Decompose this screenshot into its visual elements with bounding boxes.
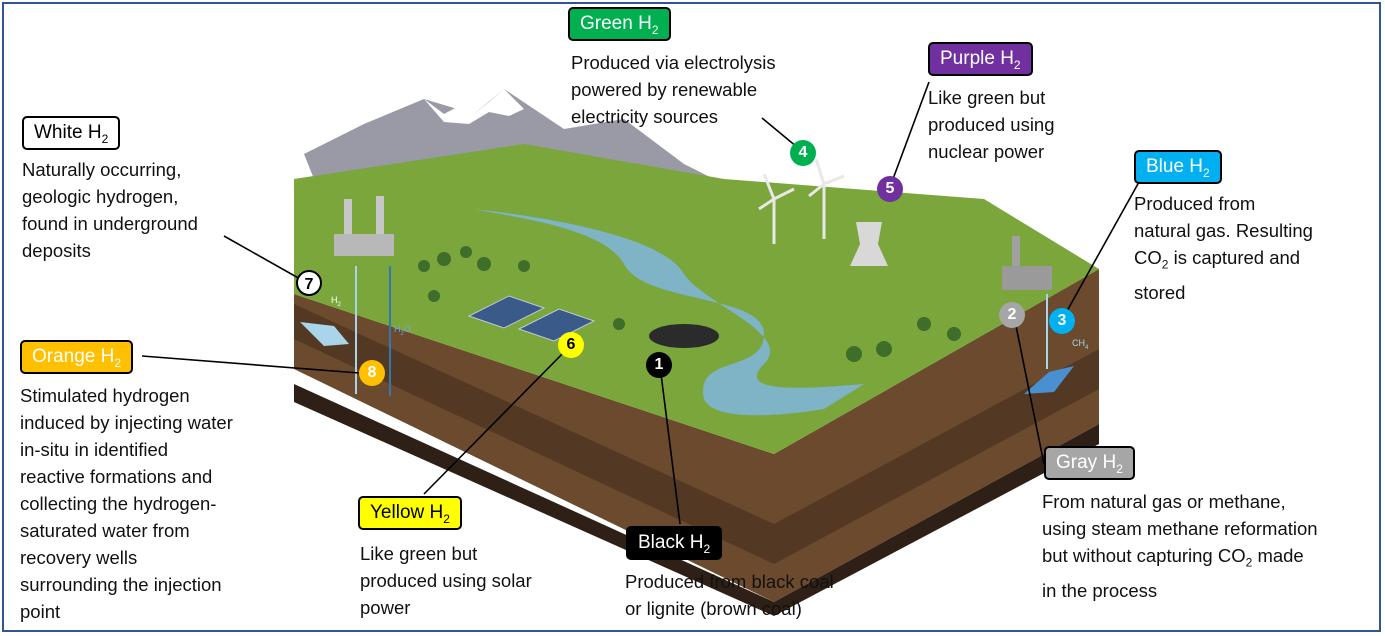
ch4-reservoir xyxy=(1024,366,1074,394)
snow-caps xyxy=(424,89,524,124)
right-gas-plant xyxy=(1002,236,1052,290)
river xyxy=(474,209,864,416)
scene-h2-text: H2 xyxy=(331,295,342,308)
left-power-plant xyxy=(334,196,394,256)
label-white-h2: White H2 xyxy=(22,116,121,150)
soil-bottom xyxy=(294,384,1099,616)
solar-panels xyxy=(467,295,596,342)
scene-ch4-text: CH4 xyxy=(1072,338,1089,351)
badge-1: 1 xyxy=(646,352,672,378)
badge-3: 3 xyxy=(1049,308,1075,334)
wind-turbines xyxy=(758,158,845,244)
connector-yellow xyxy=(423,345,571,495)
connector-lines xyxy=(141,81,1140,525)
label-green-h2: Green H2 xyxy=(568,7,671,41)
label-purple-h2: Purple H2 xyxy=(928,42,1033,76)
badge-6: 6 xyxy=(558,332,584,358)
label-gray-h2: Gray H2 xyxy=(1044,446,1135,480)
trees xyxy=(418,246,961,362)
badge-2: 2 xyxy=(999,302,1025,328)
scene-h2o-text: H2O xyxy=(394,324,411,337)
connector-gray xyxy=(1013,315,1045,465)
badge-5: 5 xyxy=(877,176,903,202)
landscape-illustration: H2 H2O CH4 xyxy=(141,81,1140,616)
connector-purple xyxy=(889,81,930,188)
grass-surface xyxy=(294,144,1099,454)
desc-white-h2: Naturally occurring,geologic hydrogen,fo… xyxy=(22,159,198,261)
connector-orange xyxy=(141,355,373,375)
desc-gray-h2: From natural gas or methane,using steam … xyxy=(1042,491,1318,601)
h2-reservoir xyxy=(300,322,349,346)
cooling-tower xyxy=(850,222,888,266)
label-yellow-h2: Yellow H2 xyxy=(358,496,462,530)
label-blue-h2: Blue H2 xyxy=(1134,150,1222,184)
badge-4: 4 xyxy=(790,140,816,166)
badge-7: 7 xyxy=(296,270,322,296)
soil-layer xyxy=(294,304,1099,564)
label-black-h2: Black H2 xyxy=(626,526,723,560)
connector-black xyxy=(659,365,681,525)
badge-8: 8 xyxy=(359,360,385,386)
soil-front xyxy=(294,269,1099,602)
connector-white xyxy=(223,235,310,285)
connector-blue xyxy=(1061,181,1140,321)
coal-pile xyxy=(649,324,719,348)
label-orange-h2: Orange H2 xyxy=(20,340,134,374)
